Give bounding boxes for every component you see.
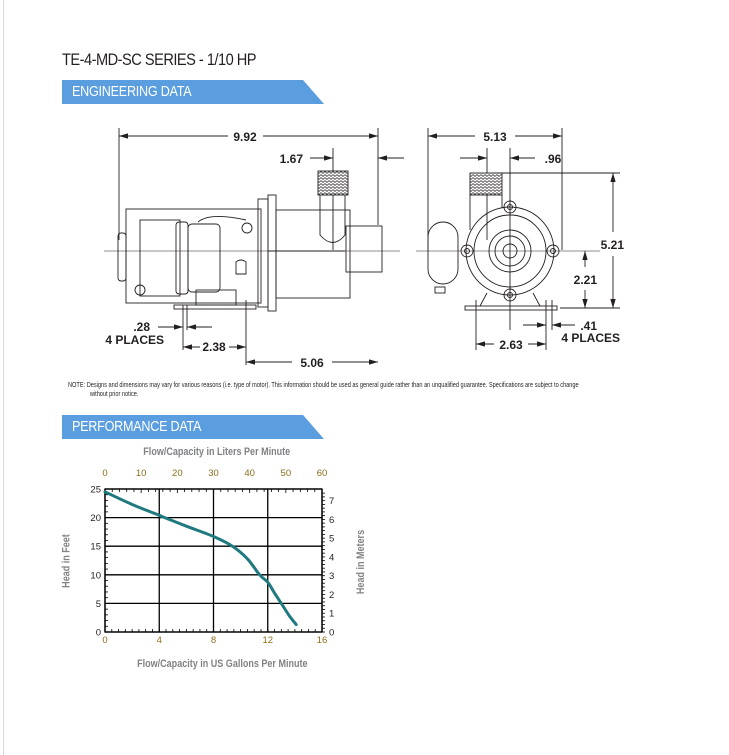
- dim-front-mount-hole-qty: 4 PLACES: [561, 331, 620, 345]
- x-axis-tick: 4: [157, 635, 162, 646]
- dim-overall-height: 5.21: [601, 238, 625, 252]
- y-axis-tick: 25: [90, 485, 101, 496]
- dim-discharge-offset: 1.67: [280, 152, 304, 166]
- performance-curve: [103, 490, 298, 627]
- right-axis-tick: 3: [329, 571, 334, 582]
- front-view: [416, 128, 620, 350]
- right-axis-tick: 5: [329, 534, 334, 545]
- chart-x-axis-title: Flow/Capacity in US Gallons Per Minute: [137, 658, 308, 670]
- x-axis-tick: 8: [211, 635, 216, 646]
- chart-top-axis-title: Flow/Capacity in Liters Per Minute: [143, 446, 291, 458]
- y-axis-tick: 0: [96, 628, 101, 639]
- dim-front-discharge-offset: .96: [545, 152, 562, 166]
- top-axis-tick: 0: [102, 468, 107, 479]
- y-axis-tick: 20: [90, 513, 101, 524]
- note-line-1: NOTE: Designs and dimensions may vary fo…: [68, 380, 579, 389]
- y-axis-tick: 5: [96, 599, 101, 610]
- top-axis-tick: 60: [317, 468, 328, 479]
- top-axis-tick: 20: [172, 468, 183, 479]
- disclaimer-note: NOTE: Designs and dimensions may vary fo…: [68, 380, 579, 398]
- page-edge: [3, 0, 4, 755]
- front-view-dim-labels: 5.13 .96 5.21 2.21 2.63 .41 4 PLACES: [483, 130, 624, 352]
- top-axis-tick: 40: [244, 468, 255, 479]
- dim-mount-to-front: 5.06: [300, 356, 324, 370]
- dim-mount-hole-qty: 4 PLACES: [105, 333, 164, 347]
- note-line-2: without prior notice.: [89, 389, 139, 398]
- dim-front-mount-hole: .41: [580, 319, 597, 333]
- x-axis-tick: 16: [317, 635, 328, 646]
- performance-data-banner: PERFORMANCE DATA: [62, 415, 324, 439]
- series-title: TE-4-MD-SC SERIES - 1/10 HP: [62, 50, 257, 69]
- dim-mount-hole: .28: [133, 320, 150, 334]
- dim-overall-length: 9.92: [233, 130, 257, 144]
- engineering-data-heading: ENGINEERING DATA: [72, 83, 192, 100]
- right-axis-tick: 6: [329, 515, 334, 526]
- side-view-dim-labels: 9.92 1.67 .28 4 PLACES 2.38 5.06: [105, 130, 324, 370]
- y-axis-tick: 15: [90, 542, 101, 553]
- x-axis-tick: 12: [262, 635, 273, 646]
- engineering-data-banner: ENGINEERING DATA: [62, 80, 324, 104]
- y-axis-tick: 10: [90, 570, 101, 581]
- dim-shaft-height: 2.21: [574, 273, 598, 287]
- dim-overall-width: 5.13: [483, 130, 507, 144]
- performance-data-heading: PERFORMANCE DATA: [72, 418, 202, 435]
- dim-front-mount-spacing: 2.63: [499, 338, 523, 352]
- right-axis-tick: 0: [329, 628, 334, 639]
- top-axis-tick: 30: [208, 468, 219, 479]
- top-axis-tick: 10: [136, 468, 147, 479]
- engineering-drawing: 9.92 1.67 .28 4 PLACES 2.38 5.06: [104, 128, 624, 370]
- right-axis-tick: 4: [329, 552, 334, 563]
- top-axis-tick: 50: [281, 468, 292, 479]
- dim-mount-spacing: 2.38: [202, 340, 226, 354]
- right-axis-tick: 2: [329, 590, 334, 601]
- right-axis-tick: 7: [329, 496, 334, 507]
- x-axis-tick: 0: [102, 635, 107, 646]
- right-axis-tick: 1: [329, 609, 334, 620]
